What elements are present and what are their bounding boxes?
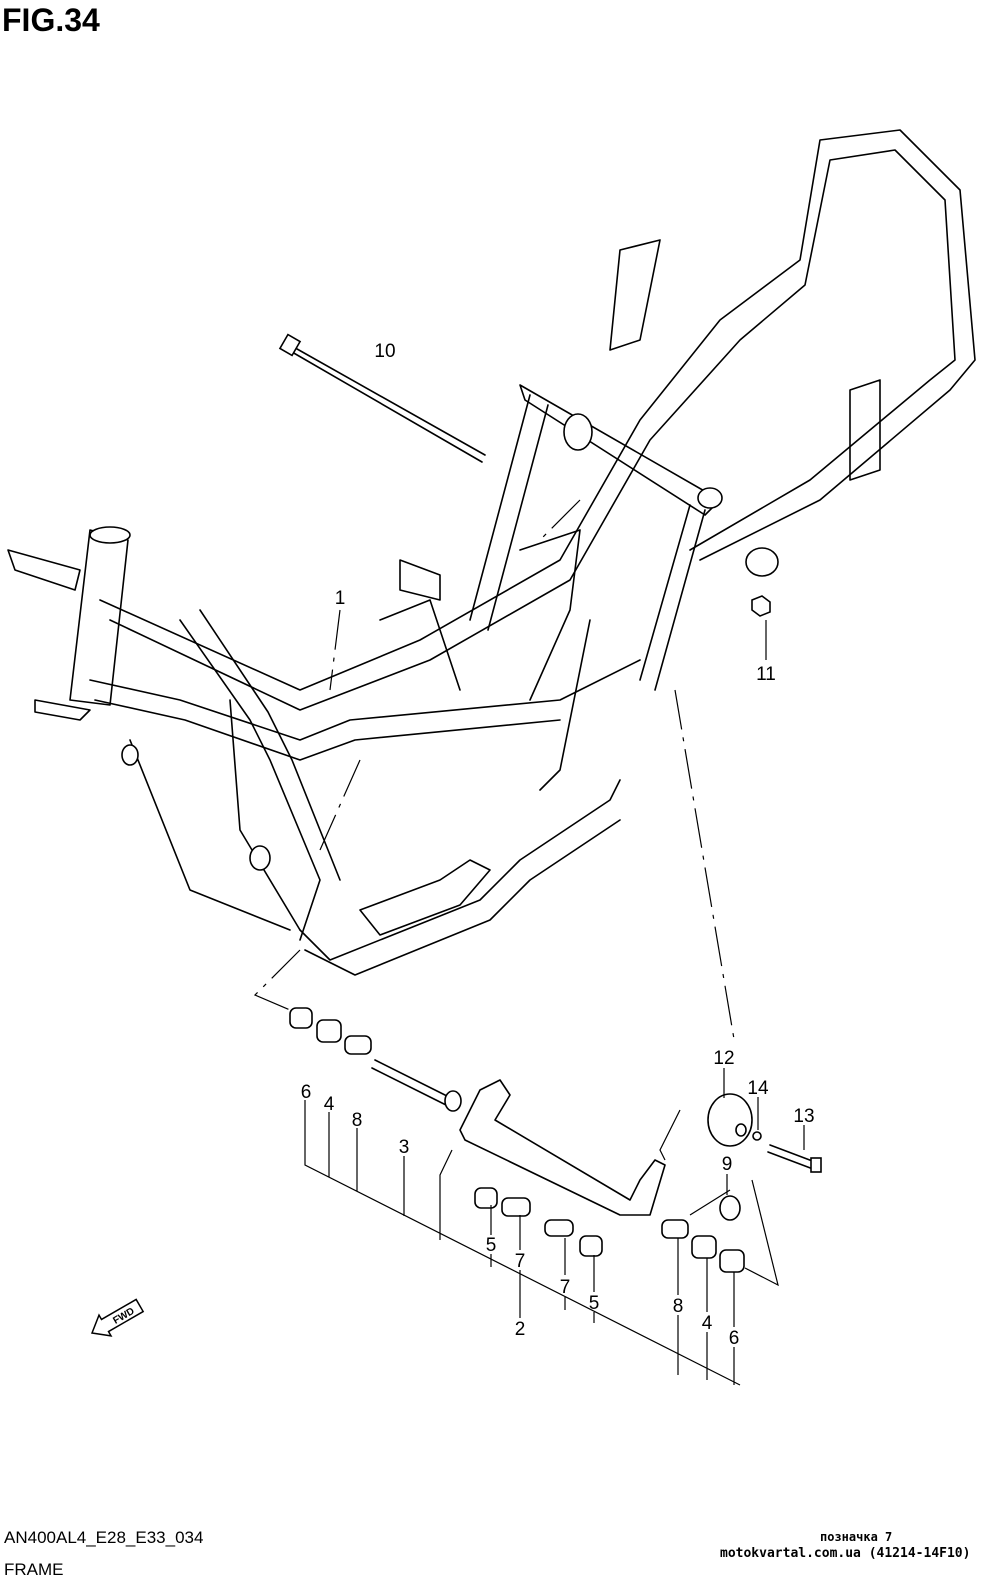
callout-10: 10 [374,341,395,362]
callout-labels: 1 10 11 12 14 13 9 6 4 8 3 5 7 7 5 2 8 4… [301,341,815,1349]
callout-13: 13 [793,1106,814,1127]
bolt-10-drawing [278,333,486,463]
callout-7-right: 7 [560,1277,571,1298]
diagram-name: FRAME [4,1560,64,1579]
callout-4-right: 4 [702,1313,713,1334]
frame-drawing [7,129,976,976]
lower-parts-drawing [289,1007,822,1273]
callout-2: 2 [515,1319,526,1340]
callout-8-left: 8 [352,1110,363,1131]
fwd-label: FWD [111,1306,136,1327]
fwd-arrow-icon: FWD [90,1298,145,1337]
callout-5-right: 5 [589,1293,600,1314]
callout-6-right: 6 [729,1328,740,1349]
callout-12: 12 [713,1048,734,1069]
callout-8-right: 8 [673,1296,684,1317]
diagram-code: AN400AL4_E28_E33_034 [4,1528,204,1547]
figure-title: FIG.34 [2,2,100,38]
callout-4-left: 4 [324,1094,335,1115]
callout-9: 9 [722,1154,733,1175]
watermark-note: позначка 7 [820,1530,893,1544]
callout-1: 1 [335,588,346,609]
callout-5-left: 5 [486,1235,497,1256]
callout-11: 11 [756,664,776,685]
callout-14: 14 [747,1078,769,1099]
callout-7-left: 7 [515,1251,526,1272]
leader-lines [253,499,805,1386]
nut-11-drawing [751,595,771,617]
watermark-site: motokvartal.com.ua (41214-14F10) [720,1546,971,1561]
callout-6-left: 6 [301,1082,312,1103]
callout-3: 3 [399,1137,410,1158]
